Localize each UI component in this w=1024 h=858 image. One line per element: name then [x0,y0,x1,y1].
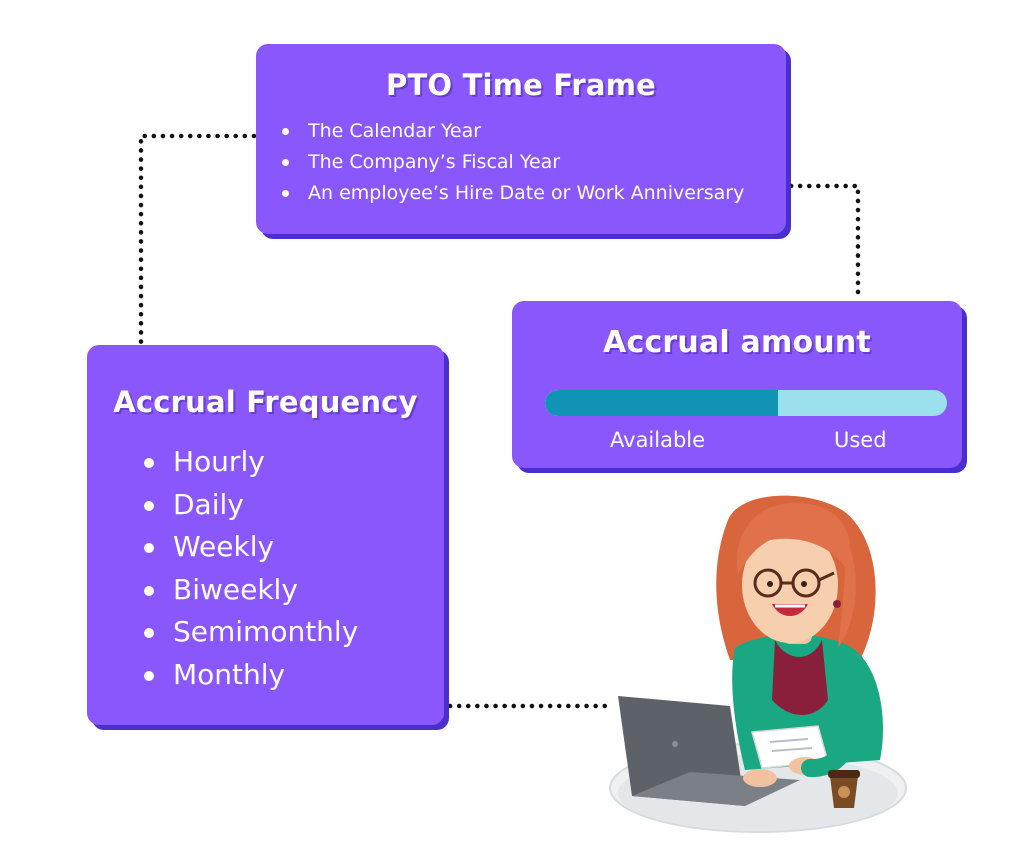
accrual-progress-bar [545,390,947,416]
woman-at-laptop-illustration [609,495,907,833]
list-item: Daily [144,484,444,527]
accrual-frequency-card: Accrual Frequency Hourly Daily Weekly Bi… [87,345,444,725]
accrual-frequency-list: Hourly Daily Weekly Biweekly Semimonthly… [144,441,444,697]
accrual-amount-title: Accrual amount [603,325,871,360]
list-item: The Calendar Year [282,116,786,147]
list-item: Biweekly [144,569,444,612]
used-label: Used [834,428,887,452]
pto-time-frame-title: PTO Time Frame [385,68,656,102]
list-item: Semimonthly [144,611,444,654]
hand-left [743,769,777,787]
list-item: Monthly [144,654,444,697]
accrual-amount-card: Accrual amount Available Used [512,301,962,468]
list-item: Hourly [144,441,444,484]
coffee-cup-icon [828,770,860,808]
list-item: An employee’s Hire Date or Work Annivers… [282,178,786,209]
available-label: Available [610,428,706,452]
accrual-frequency-title: Accrual Frequency [113,385,418,419]
pto-time-frame-card: PTO Time Frame The Calendar Year The Com… [256,44,786,234]
hair-bangs [736,502,850,575]
list-item: Weekly [144,526,444,569]
glasses [753,568,835,598]
accrual-available-fill [545,390,779,416]
connector-pto-to-accrual [788,183,861,302]
face [742,527,838,643]
shirt [772,640,828,715]
pto-time-frame-list: The Calendar Year The Company’s Fiscal Y… [282,116,786,209]
list-item: The Company’s Fiscal Year [282,147,786,178]
connector-pto-to-frequency [138,133,257,346]
